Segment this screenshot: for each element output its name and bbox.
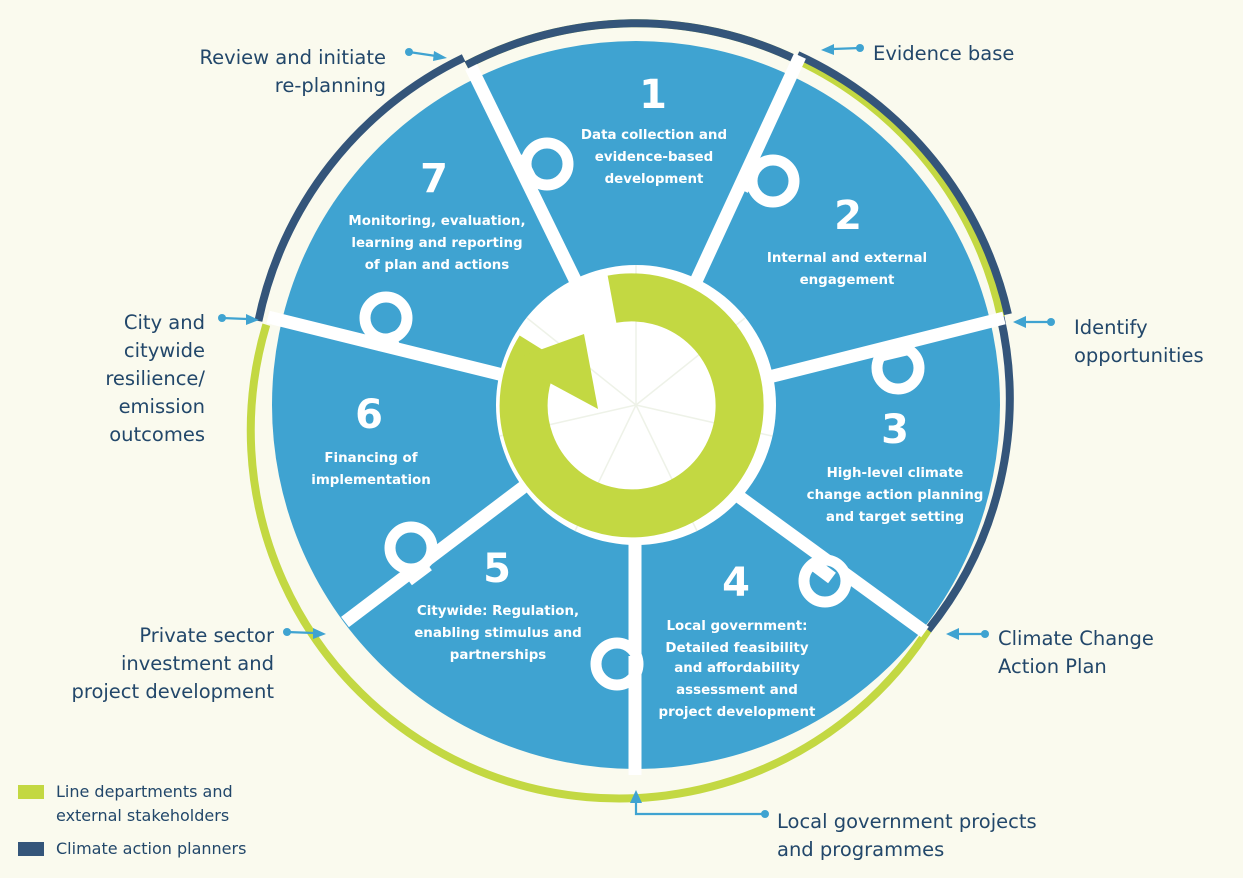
legend-swatch-dark (18, 842, 44, 856)
stage-text-line: development (605, 172, 704, 187)
stage-6: 6 Financing of implementation (311, 392, 431, 488)
label-line: project development (71, 680, 274, 703)
legend-line: external stakeholders (56, 806, 230, 825)
stage-text-line: change action planning (807, 488, 984, 503)
label-line: Evidence base (873, 42, 1015, 65)
label-line: City and (123, 311, 205, 334)
pointer-arrows (218, 44, 1055, 818)
pointer-local (630, 790, 769, 818)
stage-text-line: Internal and external (767, 251, 927, 266)
label-line: citywide (123, 339, 205, 362)
stage-text-line: enabling stimulus and (414, 626, 582, 641)
stage-2: 2 Internal and external engagement (767, 193, 927, 288)
pointer-identify (1013, 316, 1055, 328)
legend-swatch-green (18, 785, 44, 799)
legend-label-green: Line departments and external stakeholde… (56, 780, 233, 828)
pointer-ccap (946, 628, 989, 640)
stage-text-line: Local government: (666, 619, 807, 634)
legend-line: Line departments and (56, 782, 233, 801)
label-line: Review and initiate (199, 46, 386, 69)
label-identify-opportunities: Identify opportunities (1074, 314, 1204, 370)
legend: Line departments and external stakeholde… (18, 780, 318, 870)
stage-text-line: of plan and actions (365, 258, 510, 273)
label-line: Private sector (139, 624, 274, 647)
label-line: Action Plan (998, 655, 1107, 678)
stage-text-line: Financing of (324, 451, 417, 466)
stage-number: 7 (420, 156, 448, 202)
label-climate-change-action-plan: Climate Change Action Plan (998, 625, 1154, 681)
stage-number: 4 (722, 560, 750, 606)
label-city-outcomes: City and citywide resilience/ emission o… (105, 309, 205, 449)
pointer-city (218, 314, 259, 325)
stage-text-line: Detailed feasibility (665, 641, 808, 656)
stage-text-line: learning and reporting (351, 236, 522, 251)
label-line: opportunities (1074, 344, 1204, 367)
stage-text-line: Citywide: Regulation, (417, 604, 579, 619)
stage-number: 1 (639, 72, 667, 118)
pointer-evidence (821, 44, 864, 55)
stage-text-line: Monitoring, evaluation, (348, 214, 525, 229)
rim-dark-arc-2 (924, 316, 1014, 633)
stage-1: 1 Data collection and evidence-based dev… (581, 72, 727, 187)
rim-dark-arc-4 (464, 19, 799, 69)
label-local-government-projects: Local government projects and programmes (777, 808, 1037, 864)
stage-number: 6 (355, 392, 383, 438)
label-private-sector: Private sector investment and project de… (71, 622, 274, 706)
label-line: Identify (1074, 316, 1148, 339)
legend-label-dark: Climate action planners (56, 839, 247, 858)
stage-text-line: partnerships (450, 648, 547, 663)
label-line: emission (118, 395, 205, 418)
stage-number: 2 (834, 193, 862, 239)
label-line: Local government projects (777, 810, 1037, 833)
pointer-private (283, 628, 326, 639)
label-line: and programmes (777, 838, 945, 861)
label-line: re-planning (274, 74, 386, 97)
stage-4: 4 Local government: Detailed feasibility… (659, 560, 816, 720)
stage-7: 7 Monitoring, evaluation, learning and r… (348, 156, 525, 273)
label-line: outcomes (109, 423, 205, 446)
stage-text-line: implementation (311, 473, 431, 488)
label-line: resilience/ (105, 367, 205, 390)
stage-text-line: assessment and (676, 683, 798, 698)
stage-text-line: High-level climate (827, 466, 964, 481)
stage-text-line: Data collection and (581, 128, 727, 143)
pointer-review (405, 48, 447, 61)
stage-number: 3 (881, 407, 909, 453)
rim-dark-arc-3 (254, 54, 466, 322)
label-line: investment and (120, 652, 274, 675)
rim-green-arc-1 (246, 323, 932, 803)
cycle-arrow-icon (499, 273, 764, 538)
stage-text-line: engagement (800, 273, 895, 288)
knob-joins (373, 153, 908, 675)
stage-3: 3 High-level climate change action plann… (807, 407, 984, 525)
stage-text-line: evidence-based (595, 150, 713, 165)
stage-text-line: and affordability (674, 661, 800, 676)
rim-green-arc-3 (795, 56, 1005, 318)
stage-text-line: project development (659, 705, 816, 720)
label-line: Climate Change (998, 627, 1154, 650)
stage-5: 5 Citywide: Regulation, enabling stimulu… (414, 546, 582, 663)
rim-dark-arc-1 (795, 51, 1012, 316)
label-review-replanning: Review and initiate re-planning (199, 44, 386, 100)
outer-rim (246, 19, 1014, 803)
stage-number: 5 (483, 546, 511, 592)
label-evidence-base: Evidence base (873, 40, 1014, 68)
stage-text-line: and target setting (826, 510, 964, 525)
